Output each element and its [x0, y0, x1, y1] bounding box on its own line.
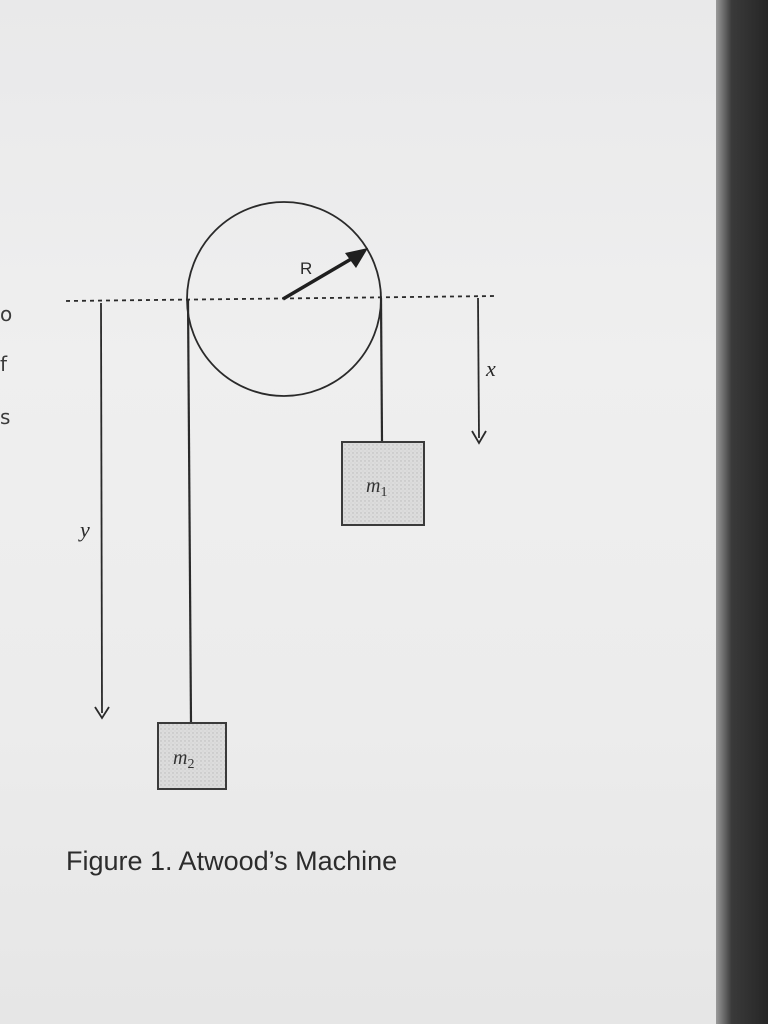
- mass-2-label: m2: [173, 747, 194, 772]
- reference-dashed-line: [65, 295, 497, 302]
- x-displacement-line: [477, 297, 480, 439]
- y-arrowhead: [94, 706, 110, 720]
- rope-right: [379, 297, 384, 443]
- y-displacement-line: [100, 302, 103, 714]
- mass-block-1: [341, 441, 425, 526]
- y-label: y: [78, 517, 90, 542]
- x-arrowhead: [471, 430, 487, 445]
- margin-text-fragment: o: [0, 302, 13, 326]
- margin-text-fragment: s: [0, 405, 11, 429]
- page-edge-shadow: [716, 0, 768, 1024]
- radius-label: R: [300, 259, 312, 278]
- radius-arrow-shaft: [282, 253, 359, 301]
- mass-1-label: m1: [366, 475, 387, 500]
- margin-text-fragment: f: [0, 352, 8, 376]
- rope-left: [186, 299, 193, 724]
- radius-arrowhead: [345, 248, 368, 268]
- mass-block-2: [157, 722, 227, 790]
- figure-caption: Figure 1. Atwood’s Machine: [66, 846, 398, 876]
- x-label: x: [485, 356, 496, 381]
